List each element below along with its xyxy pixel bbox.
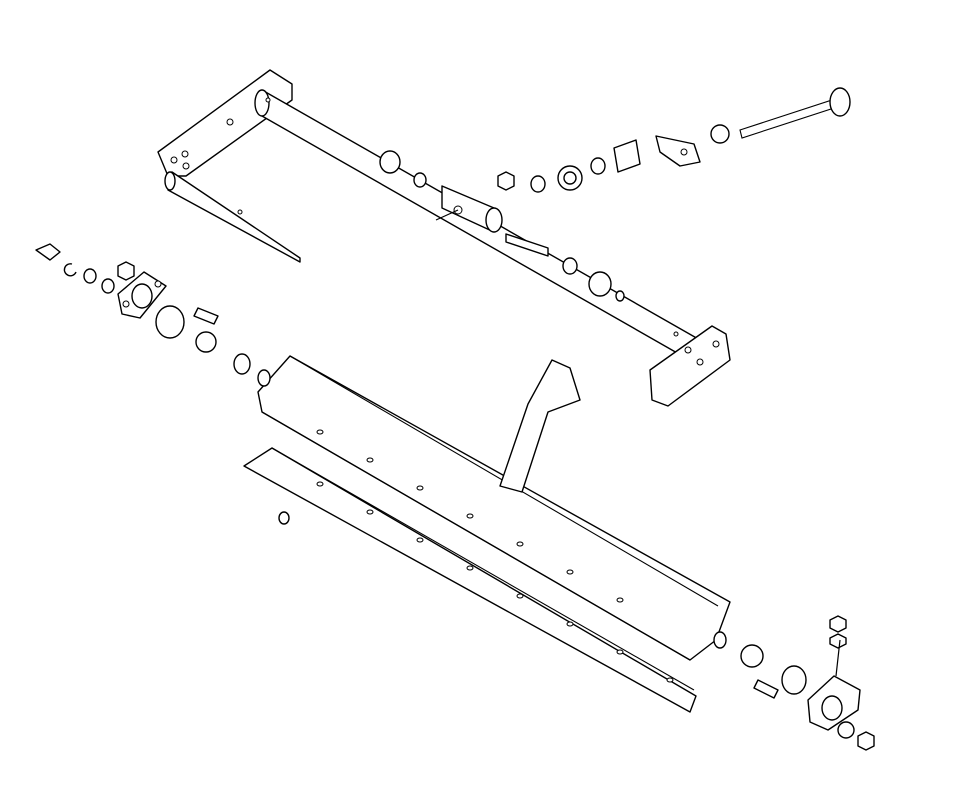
washer-30 [83,268,97,284]
screw-26-2 [278,511,290,525]
nut-24-right [857,731,875,751]
washer-38 [837,721,855,739]
upper-frame [157,69,731,407]
washer [530,175,546,193]
bushing-28-1 [155,305,185,339]
nut-24-left [117,261,135,281]
bushing-23-1 [781,665,807,695]
fitting-16 [615,290,625,302]
bedknife-33 [243,447,697,713]
bushing-19-left [195,331,217,353]
bushing-2-top [413,172,427,188]
threaded-rod-9 [739,99,835,139]
washer-27 [233,353,251,375]
nut-3 [497,171,515,191]
washer-5 [590,157,606,175]
bushing-1-top [379,150,401,174]
bar-holes [316,429,624,603]
bushing-2-bottom [562,257,578,275]
bushing-1-bottom [588,271,612,297]
part-17 [613,139,641,173]
nut-13 [710,124,730,144]
arm [499,359,581,493]
left-hardware [35,243,251,375]
nut-22 [829,633,847,649]
bracket-8 [655,135,701,167]
bedknife-holes [316,481,674,683]
right-hardware [740,615,875,751]
bolt-25-right [753,679,779,699]
clip-31 [63,263,77,277]
bolt-25-left [193,307,219,325]
bushing-19-right [740,644,764,668]
washer-29 [101,278,115,294]
pin-15 [505,233,549,257]
bedbar-assembly [243,355,731,713]
nut-21 [829,615,847,633]
bolt-32 [35,243,61,261]
adjuster-parts [379,87,851,302]
